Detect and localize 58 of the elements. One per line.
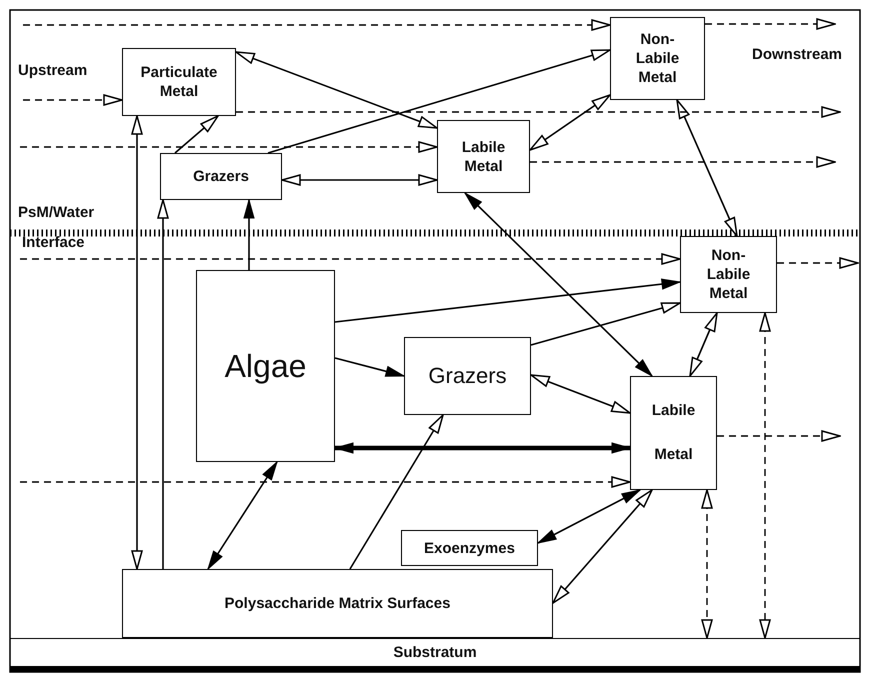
node-label: Exoenzymes xyxy=(424,538,515,558)
arrow xyxy=(676,99,738,237)
dashed-arrow xyxy=(23,94,123,106)
node-label: Non- Labile Metal xyxy=(706,246,752,303)
region-label: Interface xyxy=(22,234,85,251)
region-label: Downstream xyxy=(752,46,842,63)
process-box xyxy=(437,120,530,193)
arrow xyxy=(530,374,631,414)
process-box xyxy=(122,48,236,116)
dashed-arrow xyxy=(23,19,611,31)
arrow xyxy=(334,442,630,454)
arrow xyxy=(349,414,444,570)
region-label: PsM/Water xyxy=(18,204,94,221)
dashed-arrow xyxy=(20,476,631,488)
process-box xyxy=(160,153,282,200)
node-label: Substratum xyxy=(393,643,477,662)
node-label: Labile Metal xyxy=(650,401,696,465)
node-label: Grazers xyxy=(193,167,249,186)
process-box xyxy=(196,270,335,462)
arrow xyxy=(281,174,438,186)
node-label: Algae xyxy=(224,348,306,384)
dashed-arrow xyxy=(701,489,713,639)
arrow xyxy=(334,278,680,323)
dashed-arrow xyxy=(759,312,771,639)
arrow xyxy=(131,115,143,570)
arrow xyxy=(334,357,404,377)
arrow xyxy=(689,312,718,377)
dashed-arrow xyxy=(236,106,841,118)
region-label: Upstream xyxy=(18,62,88,79)
process-box xyxy=(401,530,538,566)
node-label: Grazers xyxy=(428,363,507,389)
dashed-arrow xyxy=(705,18,836,30)
arrow xyxy=(235,51,438,129)
arrow xyxy=(207,462,278,570)
substrate-band xyxy=(10,638,860,672)
node-label: Non- Labile Metal xyxy=(634,30,680,87)
dashed-arrow xyxy=(777,257,859,269)
dashed-arrow xyxy=(717,430,841,442)
process-box xyxy=(680,236,777,313)
dashed-arrow xyxy=(20,253,681,265)
dashed-arrow xyxy=(20,141,438,153)
process-box xyxy=(610,17,705,100)
node-label: Polysaccharide Matrix Surfaces xyxy=(224,594,450,613)
arrow xyxy=(552,489,653,604)
process-box xyxy=(404,337,531,415)
arrow xyxy=(464,192,653,377)
arrow xyxy=(530,302,681,346)
arrow xyxy=(268,49,611,154)
node-label: Particulate Metal xyxy=(140,63,218,101)
arrow xyxy=(244,200,254,270)
process-box xyxy=(122,569,553,638)
arrow xyxy=(157,199,169,569)
dashed-arrow xyxy=(530,156,836,168)
arrow xyxy=(174,115,219,154)
arrow xyxy=(529,94,611,151)
node-label: Labile Metal xyxy=(460,138,506,176)
arrow xyxy=(538,489,640,544)
process-box xyxy=(630,376,717,490)
